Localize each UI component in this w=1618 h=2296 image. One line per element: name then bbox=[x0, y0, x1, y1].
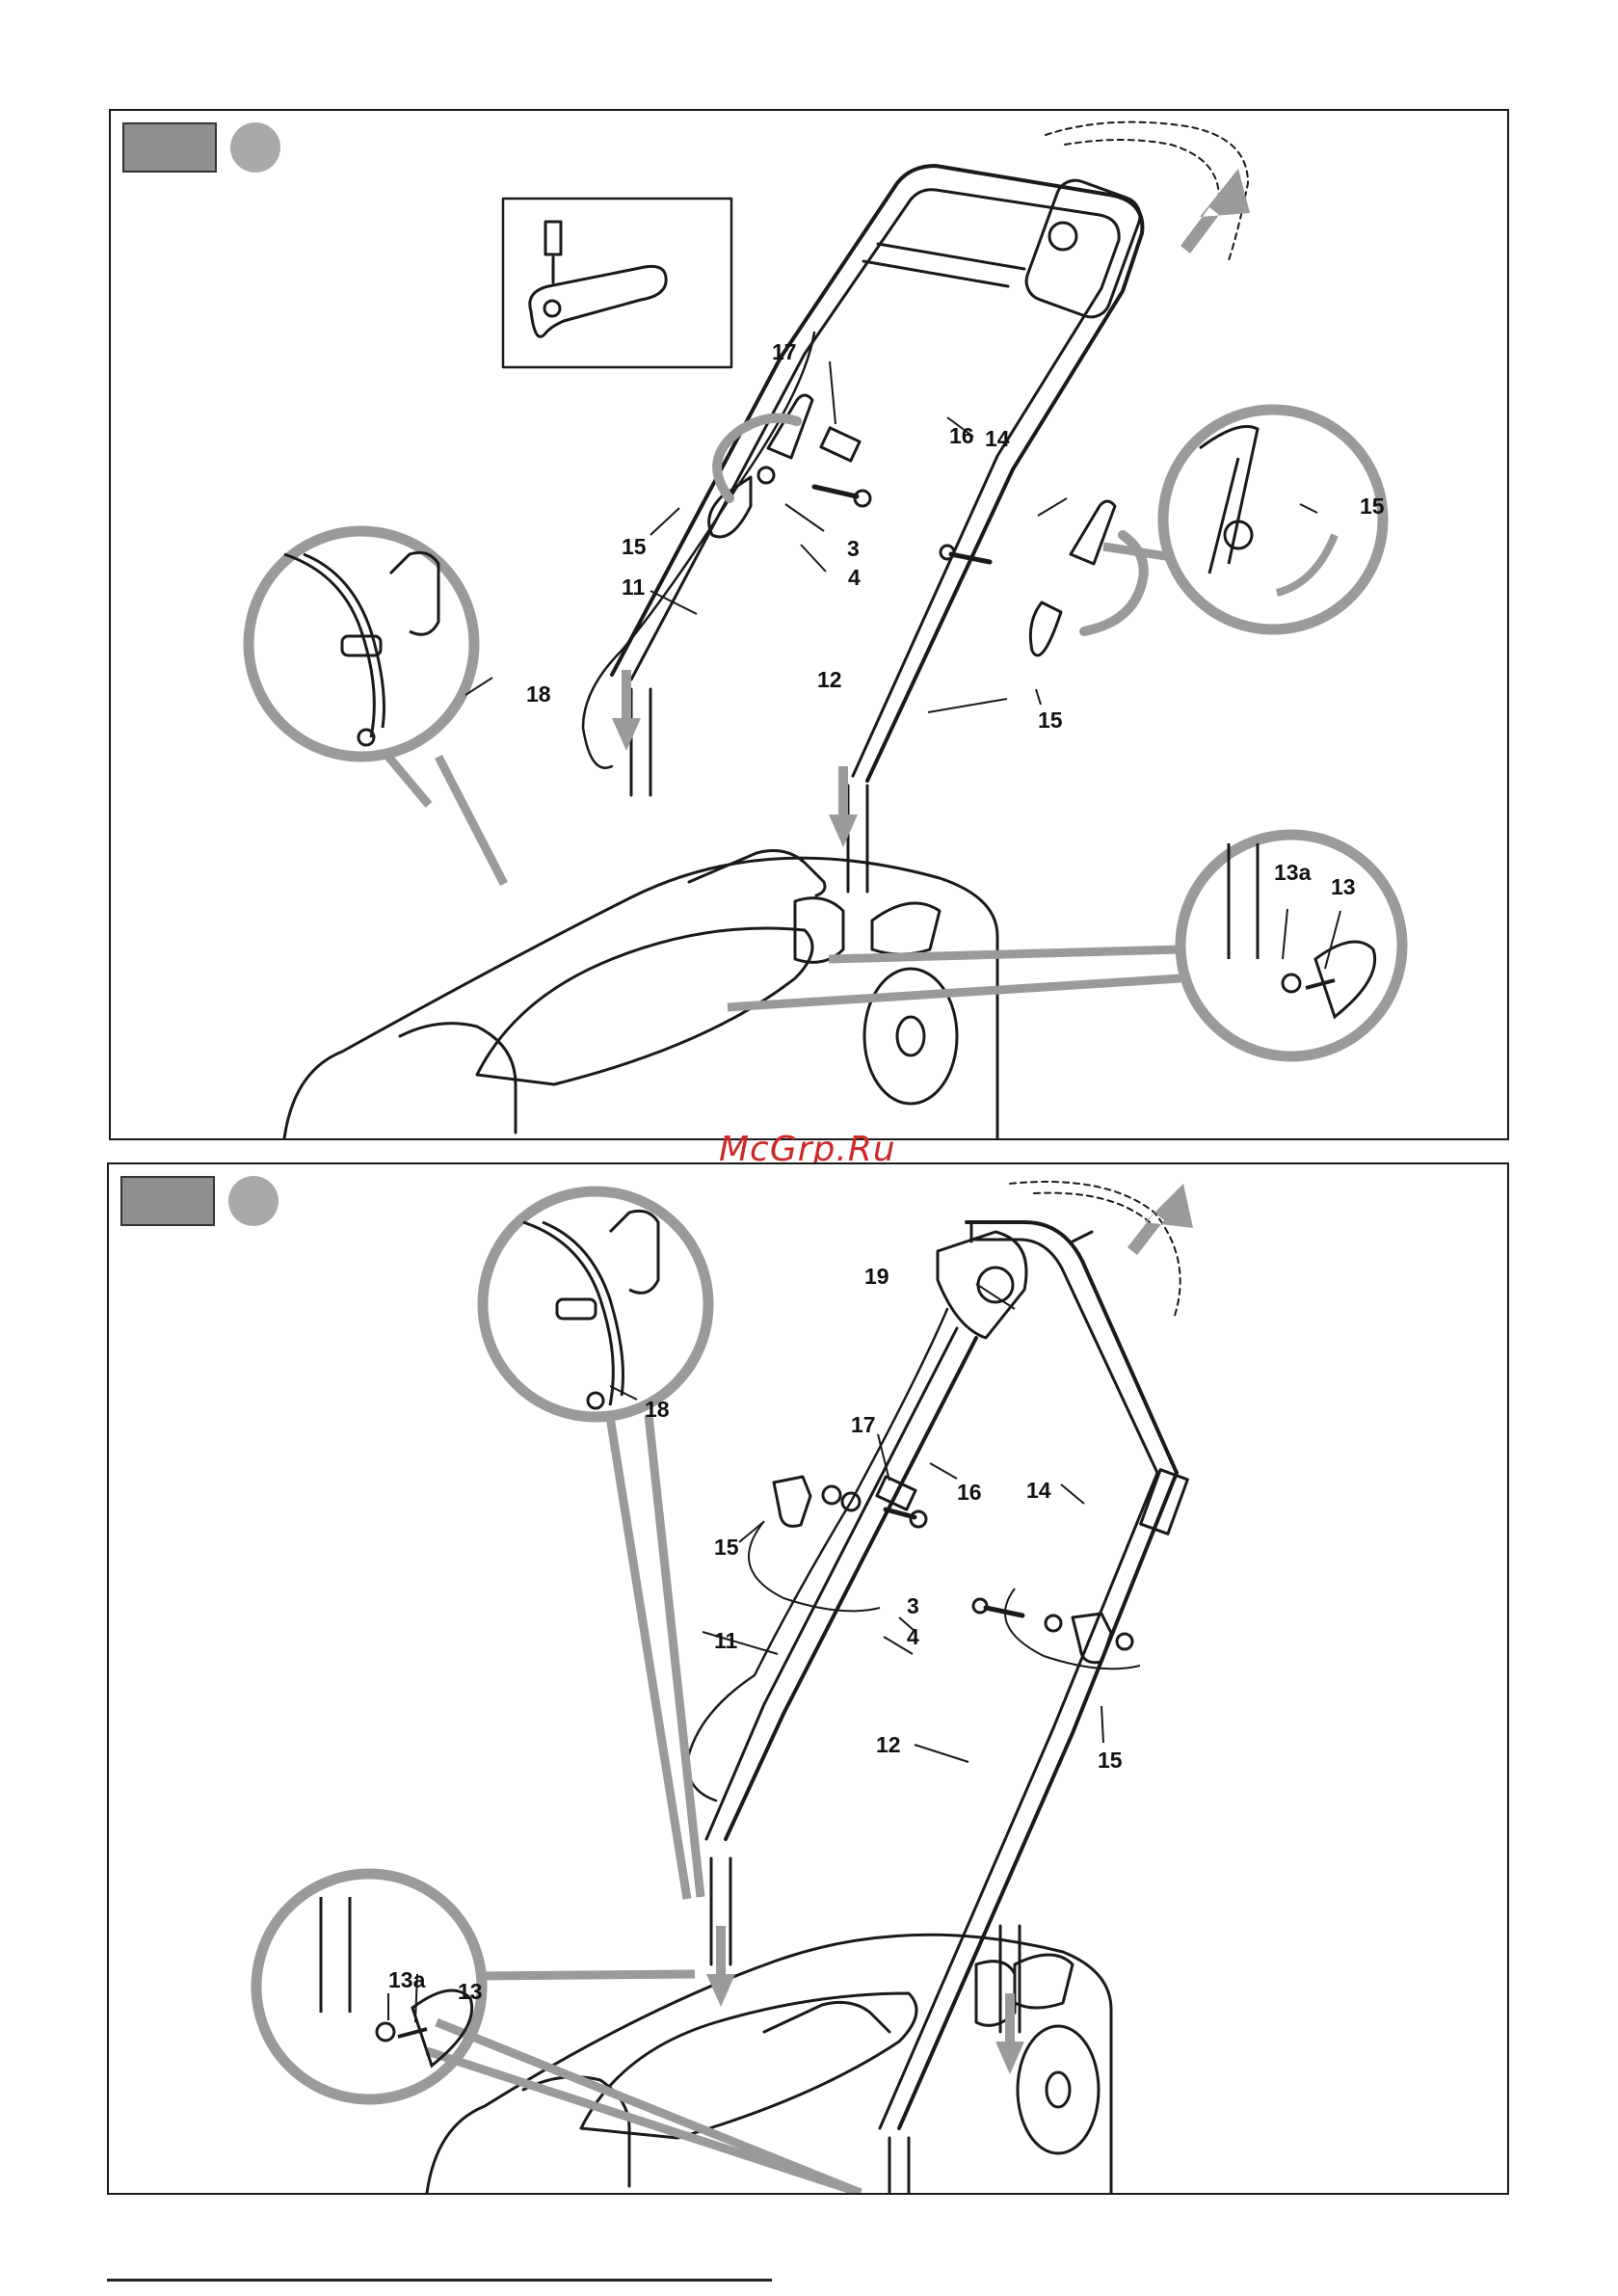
callout-14: 14 bbox=[1026, 1478, 1051, 1503]
diagram-panel-top: 17 16 14 15 15 3 4 11 18 12 15 13a 13 bbox=[109, 109, 1509, 1140]
callout-19: 19 bbox=[864, 1264, 889, 1289]
callout-17: 17 bbox=[772, 339, 797, 364]
handle-assembly-illustration-top: 17 16 14 15 15 3 4 11 18 12 15 13a 13 bbox=[111, 111, 1507, 1138]
callout-13: 13 bbox=[458, 1979, 483, 2004]
callout-14: 14 bbox=[985, 426, 1010, 451]
callout-15-left: 15 bbox=[622, 534, 647, 559]
callout-11: 11 bbox=[622, 574, 646, 600]
callout-18: 18 bbox=[645, 1397, 670, 1422]
callout-4: 4 bbox=[848, 565, 861, 590]
callout-16: 16 bbox=[949, 423, 974, 448]
callout-15-closeup: 15 bbox=[1360, 494, 1385, 519]
callout-18: 18 bbox=[526, 681, 551, 707]
callout-13: 13 bbox=[1331, 874, 1356, 899]
callout-16: 16 bbox=[957, 1480, 982, 1505]
callout-4: 4 bbox=[907, 1624, 919, 1649]
callout-3: 3 bbox=[847, 536, 860, 561]
callout-13a: 13a bbox=[388, 1967, 426, 1992]
callout-12: 12 bbox=[817, 667, 842, 692]
callout-15-left: 15 bbox=[714, 1535, 739, 1560]
callout-15-right: 15 bbox=[1038, 707, 1063, 733]
diagram-panel-bottom: 19 17 16 14 18 15 3 11 4 12 15 13a 13 bbox=[107, 1162, 1509, 2195]
callout-3: 3 bbox=[907, 1593, 919, 1618]
handle-assembly-illustration-bottom: 19 17 16 14 18 15 3 11 4 12 15 13a 13 bbox=[109, 1164, 1507, 2193]
callout-11: 11 bbox=[714, 1628, 738, 1653]
footer-rule bbox=[107, 2279, 772, 2282]
callout-12: 12 bbox=[876, 1732, 901, 1757]
callout-13a: 13a bbox=[1274, 860, 1312, 885]
callout-17: 17 bbox=[851, 1412, 876, 1437]
callout-15-right: 15 bbox=[1098, 1748, 1123, 1773]
